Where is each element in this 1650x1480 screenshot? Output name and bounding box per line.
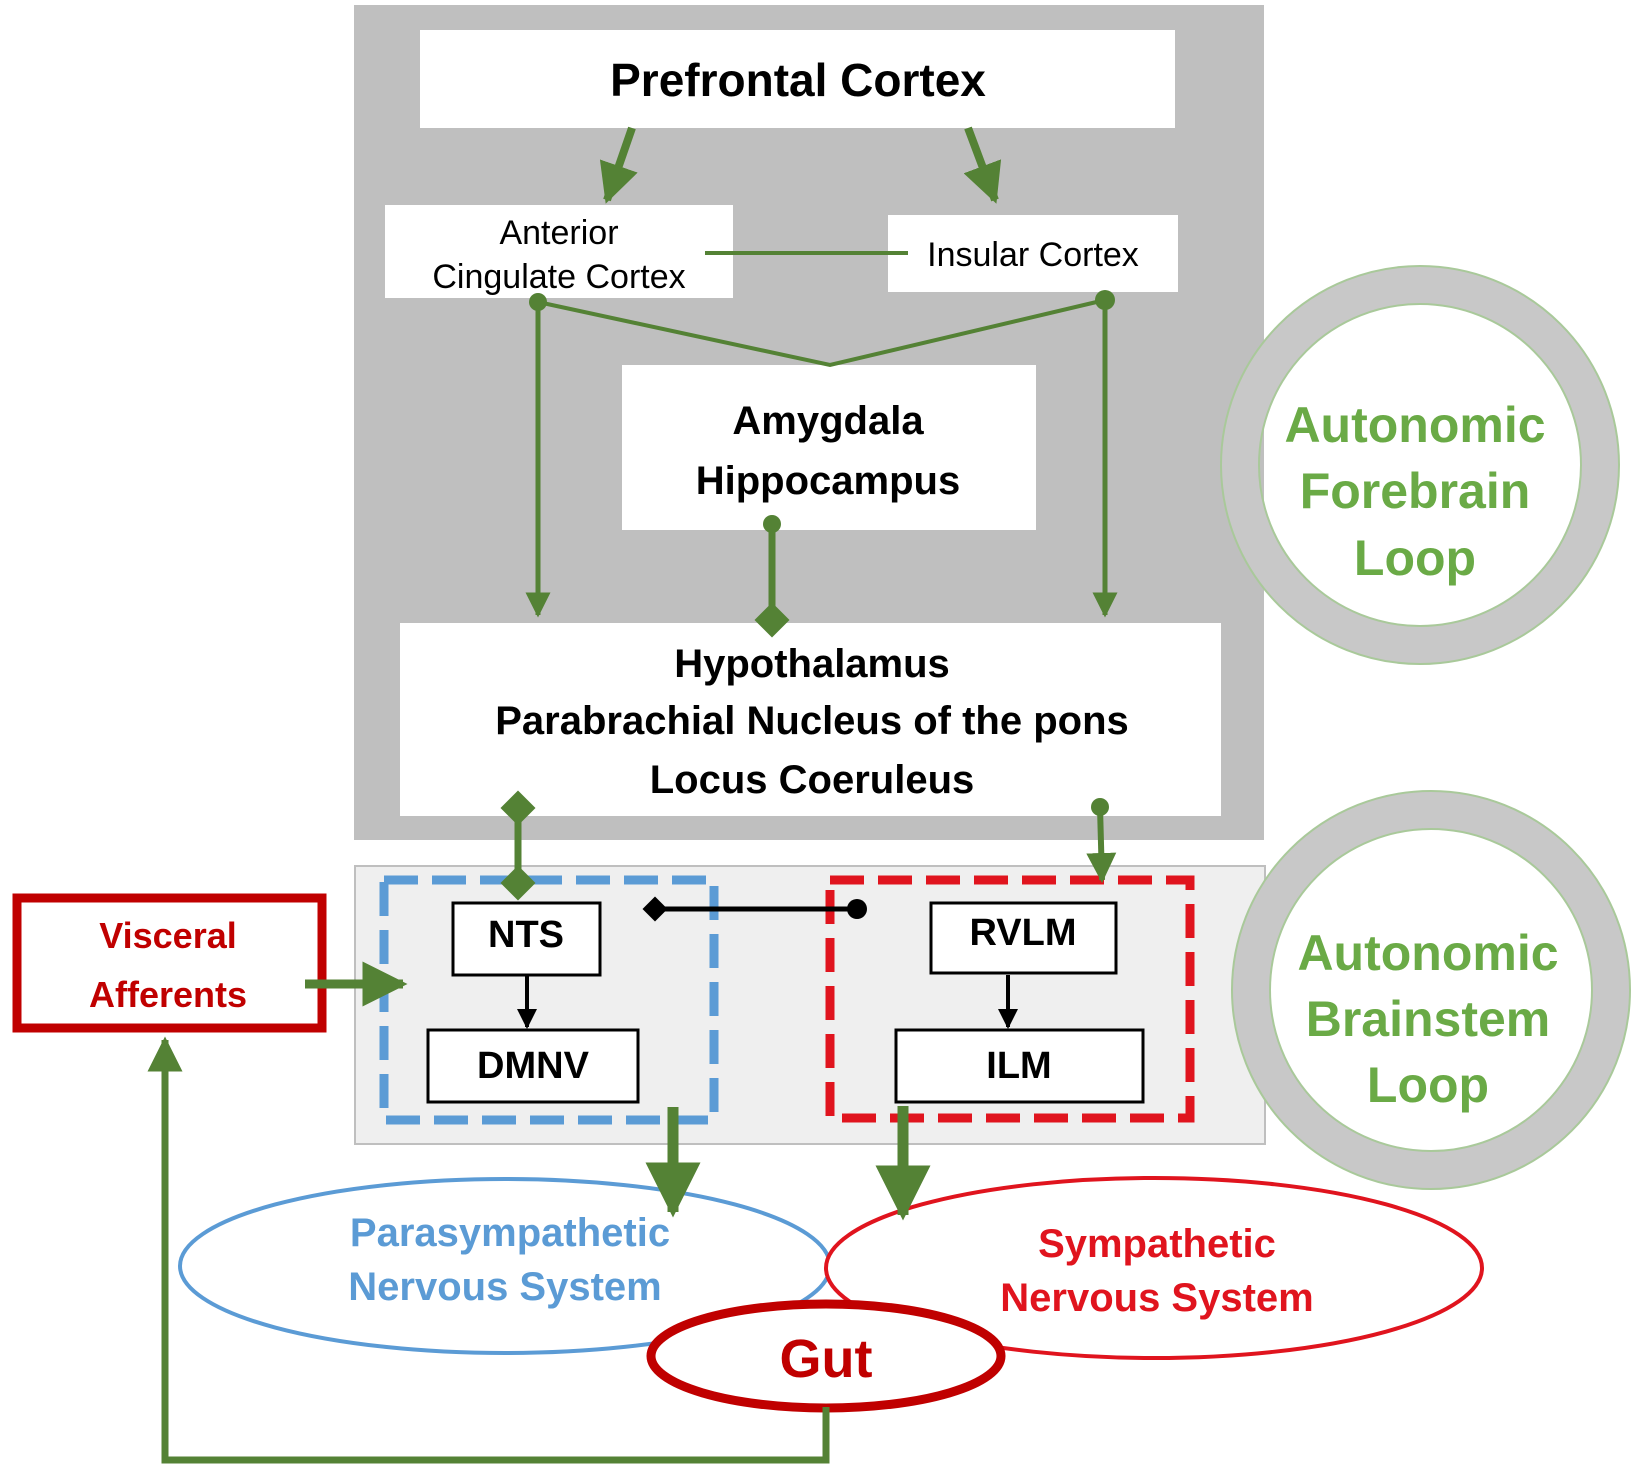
rvlm-box: [929, 901, 1118, 975]
brainstem-loop-label-line1: Autonomic: [1297, 925, 1558, 981]
connector-gut-to-visceral: [147, 1036, 830, 1464]
forebrain-loop-ring-inner: [1258, 303, 1582, 627]
parasympathetic-label-line2: Nervous System: [348, 1265, 661, 1309]
prefrontal-cortex-box: [420, 30, 1175, 128]
brainstem-loop-ring: [1232, 791, 1630, 1189]
visceral-afferents-box: [12, 893, 327, 1033]
anterior-cingulate-label-line1: Anterior: [499, 214, 618, 252]
hippocampus-label: Hippocampus: [696, 459, 960, 503]
connector-prefrontal-to-acc: [599, 126, 638, 204]
amygdala-label: Amygdala: [732, 399, 924, 443]
sympathetic-label-line2: Nervous System: [1000, 1276, 1313, 1320]
nts-box: [451, 901, 602, 977]
brainstem-loop-label-line3: Loop: [1367, 1057, 1489, 1113]
connector-prefrontal-to-insular: [963, 126, 1002, 204]
afferents-label: Afferents: [89, 974, 247, 1015]
hypothalamus-label: Hypothalamus: [674, 642, 950, 686]
forebrain-loop-ring: [1221, 266, 1619, 664]
anterior-cingulate-box: [385, 205, 733, 298]
brainstem-loop-ring-inner: [1269, 828, 1593, 1152]
nts-label: NTS: [488, 914, 564, 956]
parasympathetic-label-line1: Parasympathetic: [350, 1211, 670, 1255]
connector-acc-amygdala-insular: [537, 298, 1106, 368]
ilm-box: [894, 1028, 1145, 1104]
forebrain-loop-label-line3: Loop: [1354, 530, 1476, 586]
forebrain-loop-label-line1: Autonomic: [1284, 397, 1545, 453]
sympathetic-ellipse: [824, 1176, 1484, 1360]
gut-label: Gut: [780, 1329, 873, 1389]
hypothalamus-group-box: [400, 623, 1221, 816]
locus-coeruleus-label: Locus Coeruleus: [650, 758, 975, 802]
sympathetic-label-line1: Sympathetic: [1038, 1222, 1276, 1266]
forebrain-loop-label-line2: Forebrain: [1300, 463, 1531, 519]
sympathetic-nuclei-group: [825, 875, 1195, 1123]
parabrachial-label: Parabrachial Nucleus of the pons: [495, 699, 1129, 743]
dmnv-box: [426, 1028, 640, 1104]
brainstem-loop-label-line2: Brainstem: [1306, 991, 1551, 1047]
brainstem-loop-ring-outer: [1231, 790, 1631, 1190]
dmnv-label: DMNV: [477, 1045, 590, 1087]
anterior-cingulate-label-line2: Cingulate Cortex: [432, 258, 685, 296]
insular-cortex-box: [888, 215, 1178, 292]
insular-cortex-label: Insular Cortex: [927, 236, 1139, 274]
connector-node-insular: [1095, 290, 1115, 310]
amygdala-hippocampus-box: [622, 365, 1036, 530]
ilm-label: ILM: [986, 1045, 1051, 1087]
prefrontal-cortex-label: Prefrontal Cortex: [610, 54, 986, 106]
rvlm-label: RVLM: [970, 912, 1077, 954]
forebrain-loop-ring-outer: [1220, 265, 1620, 665]
connector-hypothalamus-to-rvlm: [1086, 806, 1117, 883]
visceral-label: Visceral: [99, 915, 236, 956]
